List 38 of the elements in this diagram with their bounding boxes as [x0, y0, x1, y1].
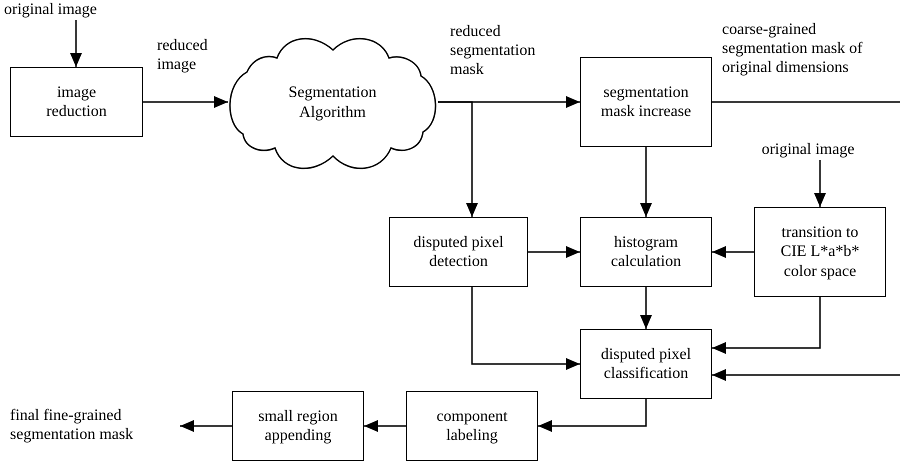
box-label: image reduction — [45, 82, 108, 122]
box-label: disputed pixel classification — [600, 344, 692, 384]
process-box — [10, 67, 143, 137]
box-label: component labeling — [435, 406, 509, 446]
arrow — [180, 420, 232, 432]
arrow — [143, 96, 228, 108]
flow-label: original image — [762, 140, 854, 160]
arrow — [640, 287, 652, 329]
arrow — [471, 287, 580, 370]
box-label: histogram calculation — [610, 232, 682, 272]
process-box — [406, 391, 538, 461]
box-label: segmentation mask increase — [600, 82, 692, 122]
box-label: small region appending — [257, 406, 339, 446]
flow-label: final fine-grained segmentation mask — [10, 406, 134, 444]
arrow — [712, 246, 754, 258]
flow-label: original image — [4, 0, 97, 20]
process-box — [754, 207, 886, 297]
edge-label: reduced image — [157, 36, 209, 74]
arrow — [712, 297, 821, 354]
box-label: Segmentation Algorithm — [288, 83, 378, 122]
box-label: disputed pixel detection — [412, 232, 505, 272]
edge-label: coarse-grained segmentation mask of original dimensions — [722, 20, 864, 78]
arrow — [712, 369, 900, 381]
arrow — [438, 101, 478, 217]
arrow — [538, 399, 647, 432]
arrow — [70, 20, 82, 67]
process-box — [580, 329, 712, 399]
line — [712, 101, 900, 103]
box-label: transition to CIE L*a*b* color space — [780, 223, 860, 281]
arrow — [528, 246, 580, 258]
process-box — [580, 57, 712, 147]
arrow — [364, 420, 406, 432]
edge-label: reduced segmentation mask — [450, 22, 536, 80]
process-box — [580, 217, 712, 287]
arrow — [814, 160, 826, 207]
process-box — [232, 391, 364, 461]
process-box — [389, 217, 528, 287]
arrow — [640, 147, 652, 217]
